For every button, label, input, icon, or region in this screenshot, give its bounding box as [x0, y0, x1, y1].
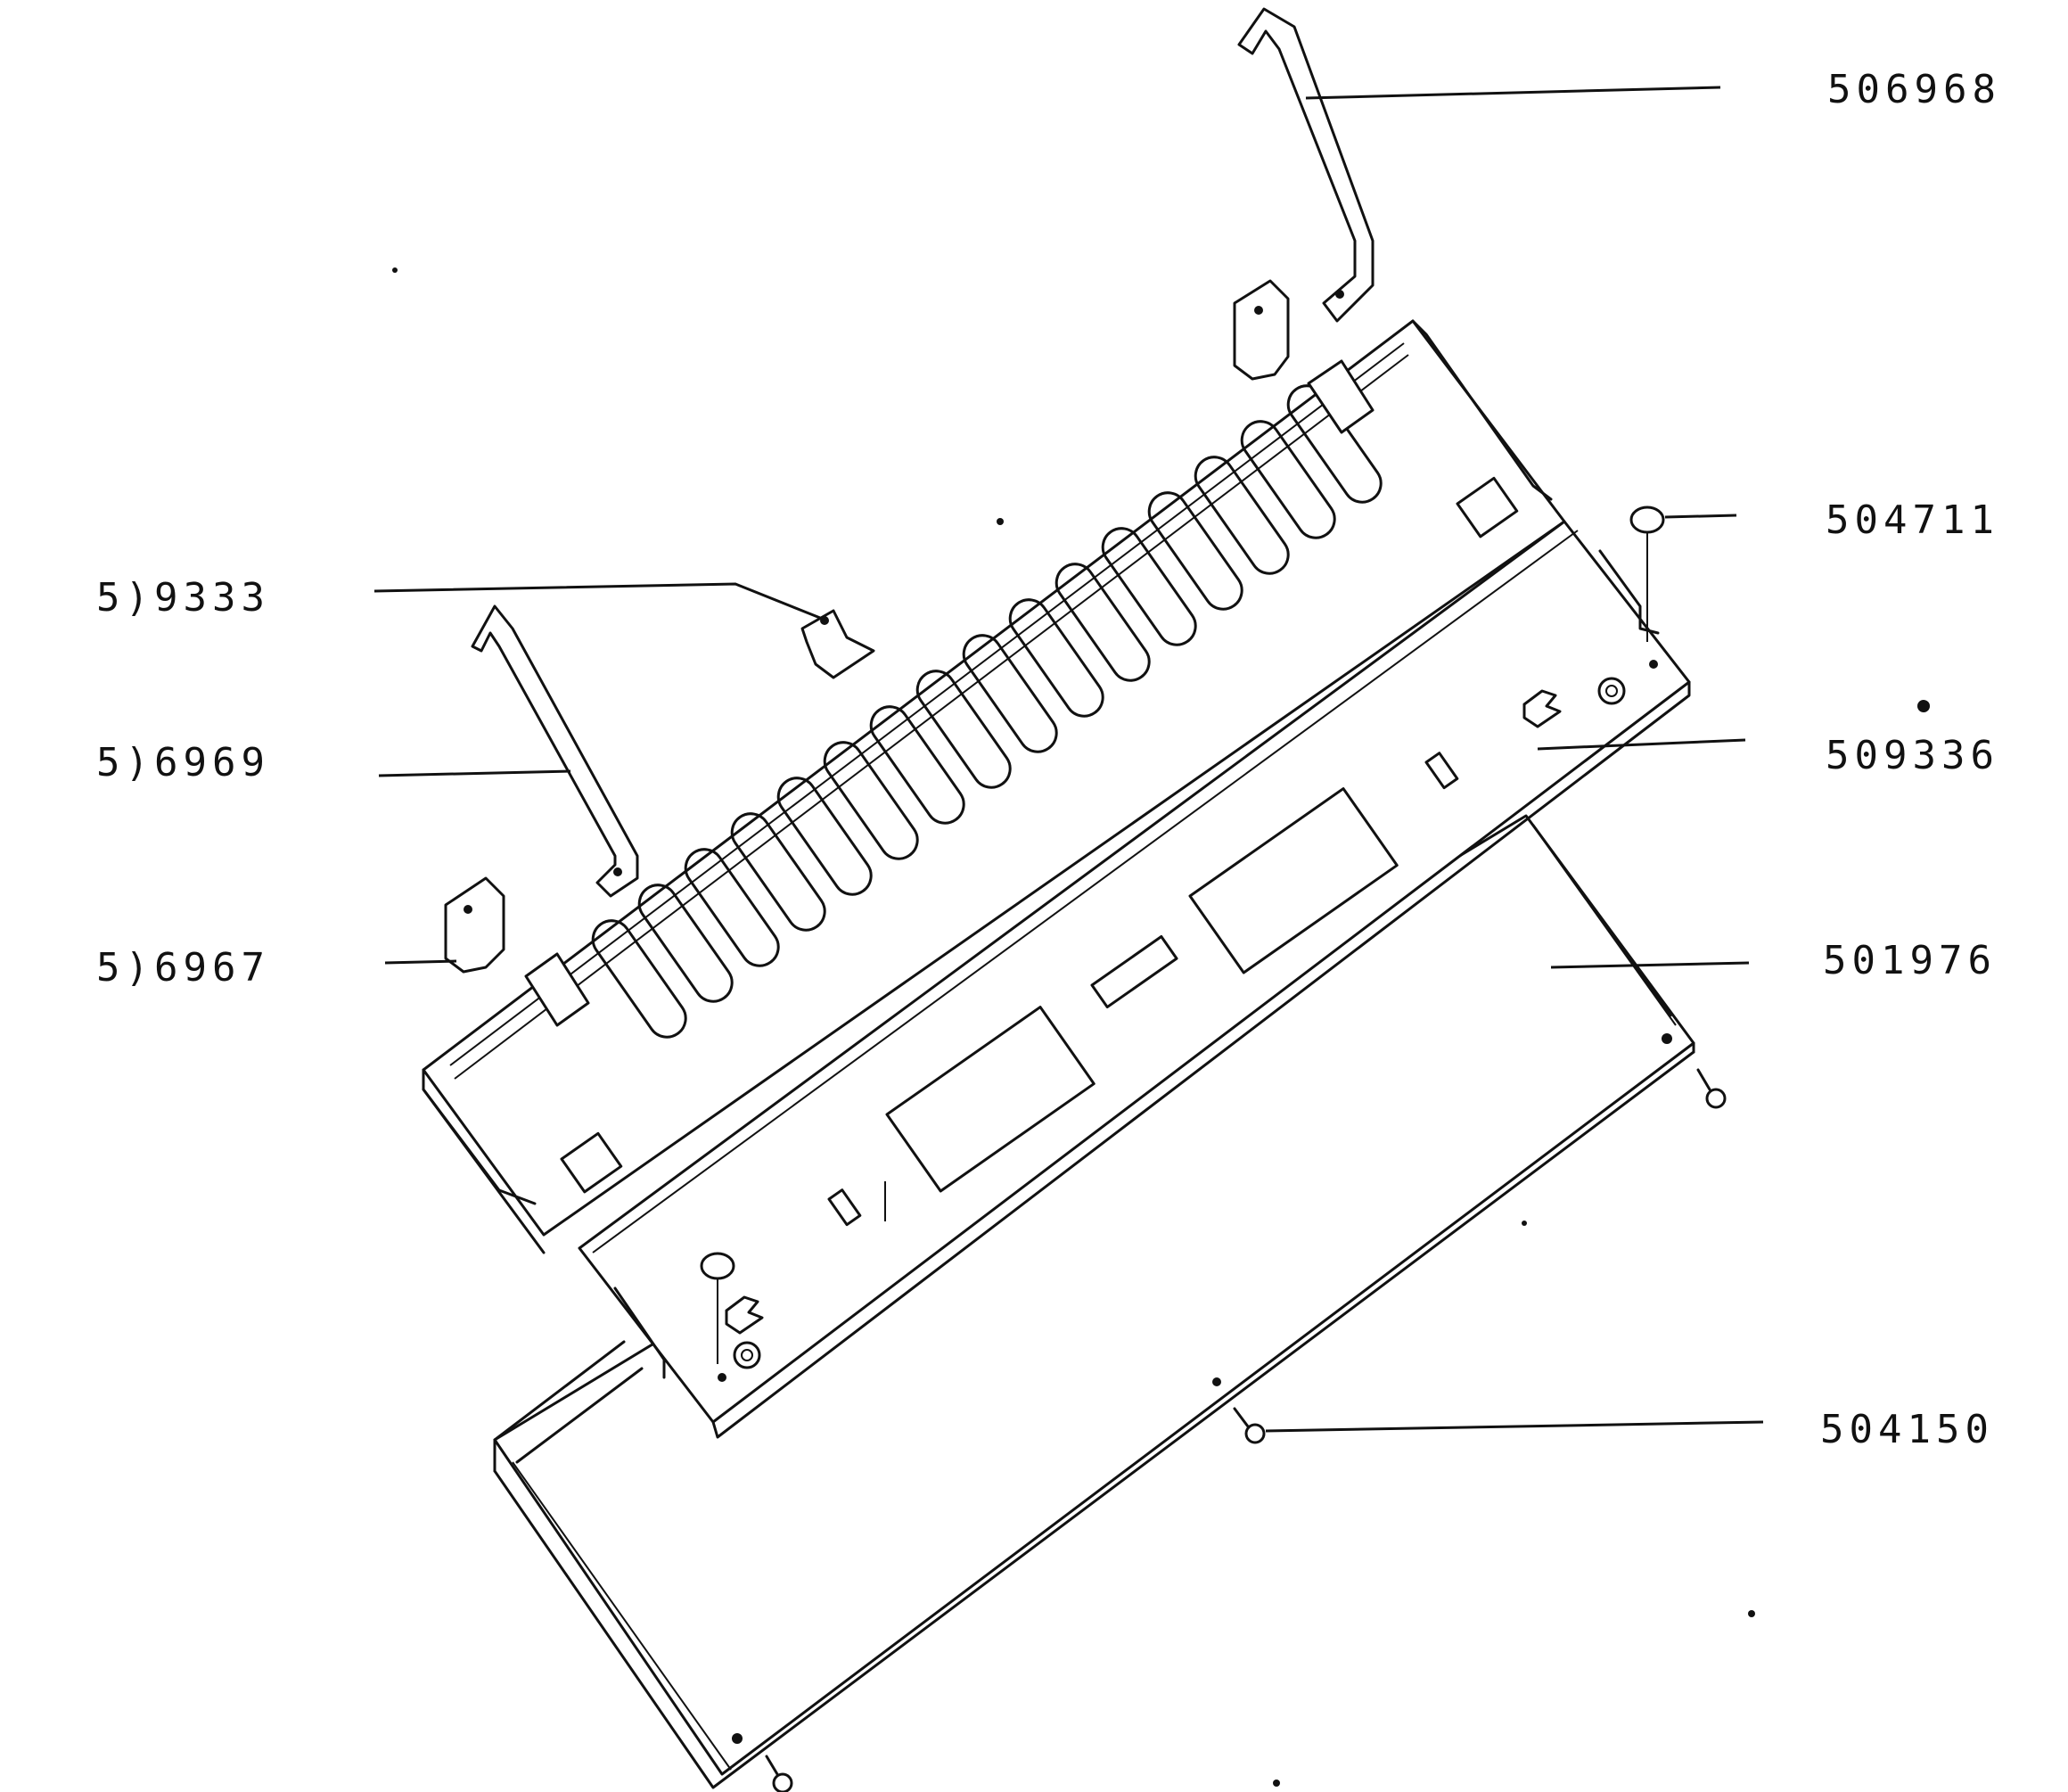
label-504711: 504711: [1826, 497, 1999, 543]
main-chassis: [422, 319, 1691, 1439]
label-506968: 506968: [1827, 67, 2001, 112]
screw-right: [1696, 1068, 1727, 1109]
screw-bottom: [765, 1755, 793, 1792]
leader-lines: [373, 86, 1764, 1433]
vent-slots: [591, 384, 1383, 1039]
label-509336: 509336: [1826, 733, 1999, 778]
foot-right: [1629, 506, 1665, 642]
screw-front: [1233, 1407, 1266, 1444]
foot-left: [700, 1252, 735, 1364]
label-504150: 504150: [1820, 1407, 1994, 1452]
label-506969: 5)6969: [96, 740, 270, 785]
handle-bracket-right: [1237, 7, 1375, 323]
clip-upper: [1233, 279, 1290, 381]
label-506967: 5)6967: [96, 945, 270, 991]
label-501976: 501976: [1823, 938, 1997, 983]
clip-mid: [800, 609, 875, 679]
label-509333: 5)9333: [96, 575, 270, 621]
handle-bracket-left: [471, 604, 639, 898]
clip-lower: [444, 876, 505, 974]
